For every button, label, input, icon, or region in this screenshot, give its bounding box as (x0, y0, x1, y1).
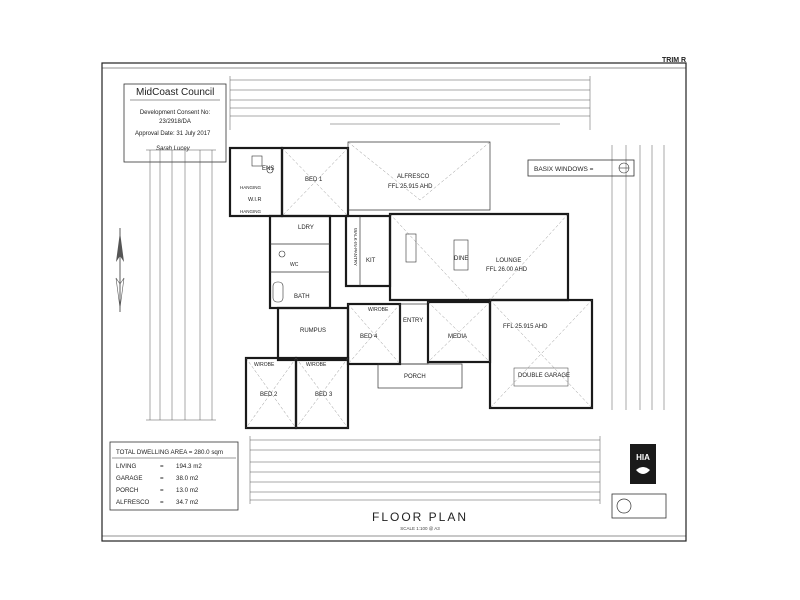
drawing-title: FLOOR PLAN SCALE 1:100 @ A3 (372, 510, 468, 531)
area-row-label: GARAGE (116, 475, 142, 482)
hia-logo: HIA (611, 444, 667, 519)
left-dimension-lines (146, 149, 216, 421)
council-consent-stamp: MidCoast Council Development Consent No:… (123, 83, 227, 163)
stamp-signature: Sarah Lucey (156, 146, 191, 152)
kitchen-island-icon (405, 233, 417, 263)
fixtures (251, 155, 569, 387)
room-bed2: BED 2 (260, 392, 278, 398)
basix-label: BASIX WINDOWS = (534, 166, 594, 173)
hia-logo-text: HIA (636, 453, 650, 462)
sheet-corner-text: TRIM R (662, 57, 686, 64)
drawing-scale-text: SCALE 1:100 @ A3 (400, 526, 440, 531)
stamp-line-3: Approval Date: 31 July 2017 (135, 131, 211, 137)
basix-windows-legend: BASIX WINDOWS = (527, 159, 635, 177)
room-bed4: BED 4 (360, 334, 378, 340)
area-row-label: LIVING (116, 463, 136, 470)
ensuite-basin-icon (266, 166, 274, 174)
drawing-title-text: FLOOR PLAN (372, 510, 468, 524)
council-logo: MidCoast Council (136, 87, 214, 98)
room-bath: BATH (294, 294, 310, 300)
right-dimension-lines (611, 145, 665, 410)
room-media: MEDIA (448, 334, 467, 340)
alfresco-ffl: FFL 25.915 AHD (388, 184, 433, 190)
area-total: TOTAL DWELLING AREA = 280.0 sqm (116, 449, 223, 456)
room-wrobe-bed4: W/ROBE (368, 307, 389, 313)
accreditation-seal-icon (616, 498, 632, 514)
room-wc: WC (290, 262, 299, 268)
area-row-label: PORCH (116, 487, 138, 494)
room-double-garage: DOUBLE GARAGE (518, 373, 570, 379)
room-entry: ENTRY (403, 318, 423, 324)
room-ldry: LDRY (298, 225, 314, 231)
hia-logo-block (630, 444, 656, 484)
room-wrobe-bed2: W/ROBE (254, 362, 275, 368)
bottom-dimension-lines (249, 436, 601, 504)
wc-toilet-icon (278, 250, 286, 258)
dining-table-icon (453, 239, 469, 271)
room-alfresco: ALFRESCO (397, 174, 430, 180)
room-wir: W.I.R (248, 197, 261, 203)
sheet-border (101, 62, 687, 542)
area-schedule: TOTAL DWELLING AREA = 280.0 sqm LIVING =… (109, 441, 239, 511)
area-schedule-frame (109, 441, 239, 511)
ensuite-shower-icon (251, 155, 263, 167)
building-outline (228, 141, 594, 430)
garage-door-label-box (513, 367, 569, 387)
room-dine: DINE (454, 256, 468, 262)
garage-ffl: FFL 25.915 AHD (503, 324, 548, 330)
room-walk-in-pantry: WALK-IN-PANTRY (353, 228, 358, 266)
wir-hanging-bottom: HANGING (240, 209, 262, 214)
bath-tub-icon (272, 281, 284, 303)
area-row-eq: = (160, 487, 164, 494)
room-kit: KIT (366, 258, 376, 264)
area-row-value: 34.7 m2 (176, 499, 199, 506)
accreditation-badge (611, 493, 667, 519)
wir-hanging-top: HANGING (240, 185, 262, 190)
room-labels: ENS BED 1 W.I.R HANGING HANGING ALFRESCO… (240, 166, 570, 398)
area-row-eq: = (160, 499, 164, 506)
area-row-eq: = (160, 475, 164, 482)
room-wrobe-bed3: W/ROBE (306, 362, 327, 368)
area-row-label: ALFRESCO (116, 499, 150, 506)
lounge-ffl: FFL 26.00 AHD (486, 267, 528, 273)
room-porch: PORCH (404, 374, 426, 380)
room-bed3: BED 3 (315, 392, 333, 398)
room-ens: ENS (262, 166, 274, 172)
top-dimension-lines (229, 76, 591, 130)
room-bed1: BED 1 (305, 177, 323, 183)
north-arrow-icon (115, 228, 125, 312)
room-rumpus: RUMPUS (300, 328, 326, 334)
roof-hip-lines (245, 141, 593, 429)
area-row-eq: = (160, 463, 164, 470)
area-row-value: 38.0 m2 (176, 475, 199, 482)
room-lounge: LOUNGE (496, 258, 521, 264)
stamp-line-1: Development Consent No: (140, 110, 211, 116)
stamp-frame (123, 83, 227, 163)
area-row-value: 13.0 m2 (176, 487, 199, 494)
stamp-line-2: 23/2918/DA (159, 119, 191, 125)
hia-hands-icon (636, 467, 650, 474)
area-row-value: 194.3 m2 (176, 463, 202, 470)
